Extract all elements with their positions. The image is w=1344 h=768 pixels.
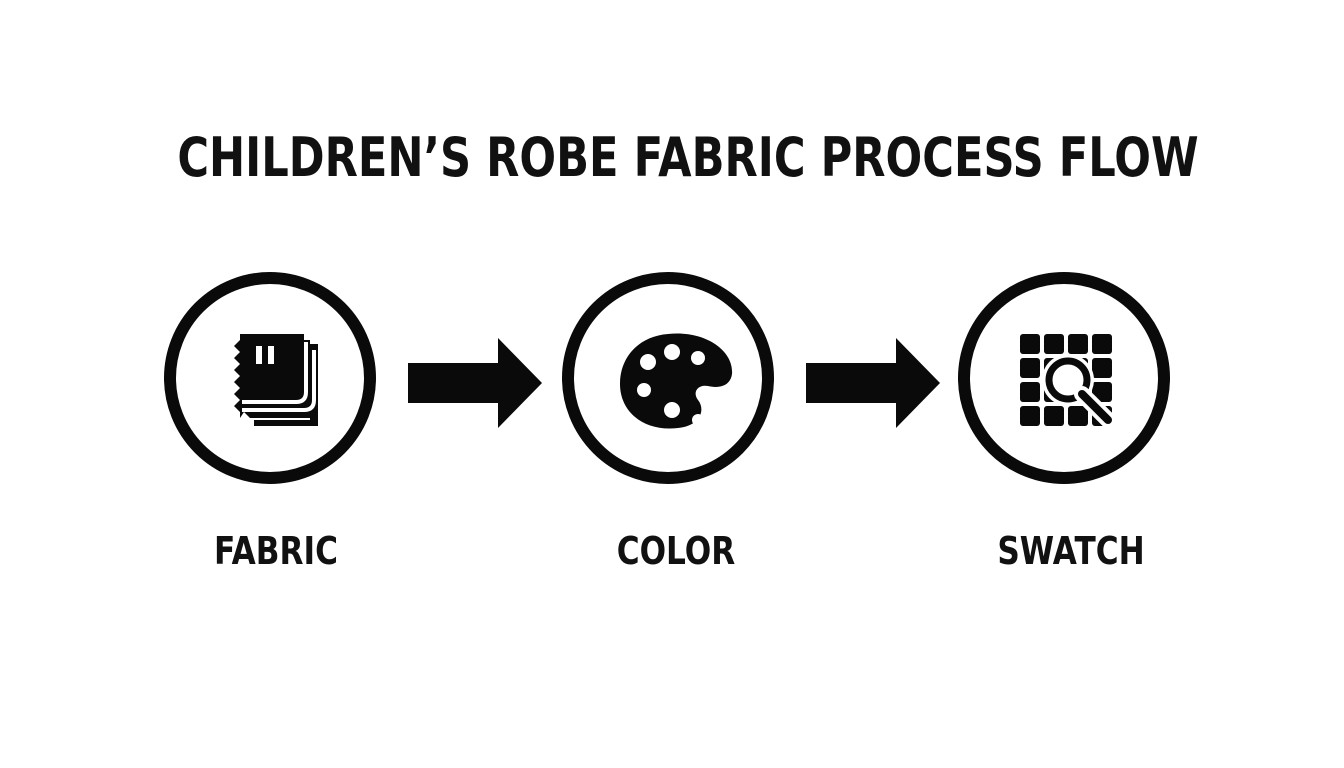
arrow-right-icon bbox=[408, 338, 542, 428]
step-swatch-label: SWATCH bbox=[997, 529, 1145, 573]
step-fabric-label: FABRIC bbox=[213, 529, 339, 573]
arrow-right-icon bbox=[806, 338, 940, 428]
step-color-circle bbox=[562, 272, 774, 484]
fabric-swatch-icon bbox=[234, 334, 318, 426]
step-swatch-circle bbox=[958, 272, 1170, 484]
grid-magnifier-icon bbox=[1020, 334, 1118, 430]
diagram-title: CHILDREN’S ROBE FABRIC PROCESS FLOW bbox=[177, 126, 1199, 189]
paint-palette-icon bbox=[620, 333, 733, 429]
step-color-label: COLOR bbox=[616, 529, 736, 573]
step-fabric-circle bbox=[164, 272, 376, 484]
